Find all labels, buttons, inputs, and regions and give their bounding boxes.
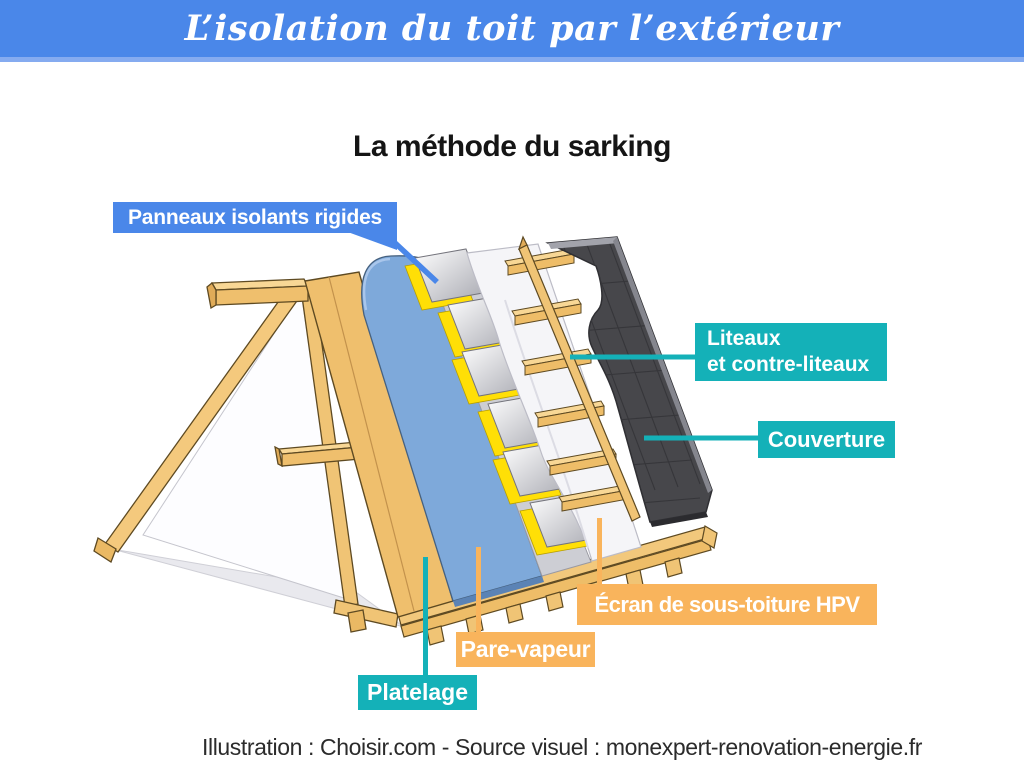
label-panneaux-isolants: Panneaux isolants rigides xyxy=(113,202,397,233)
contre-liteau xyxy=(517,235,641,522)
label-platelage-text: Platelage xyxy=(367,679,468,705)
label-liteaux-line2: et contre-liteaux xyxy=(707,353,870,376)
panneaux-callout-tail xyxy=(345,231,397,250)
pare-vapeur-layer xyxy=(361,255,544,607)
callout-connectors xyxy=(345,231,760,677)
credits-line: Illustration : Choisir.com - Source visu… xyxy=(202,734,922,760)
label-liteaux-line1: Liteaux xyxy=(707,327,781,350)
label-couverture-text: Couverture xyxy=(767,426,886,452)
diagram-heading: La méthode du sarking xyxy=(353,130,671,163)
label-platelage: Platelage xyxy=(358,675,477,710)
ground-plane xyxy=(111,548,405,628)
label-ecran-text: Écran de sous-toiture HPV xyxy=(594,591,860,617)
title-banner: L’isolation du toit par l’extérieur xyxy=(0,0,1024,62)
page-title: L’isolation du toit par l’extérieur xyxy=(184,8,840,49)
label-couverture: Couverture xyxy=(758,421,895,458)
label-pare-vapeur: Pare-vapeur xyxy=(456,632,595,667)
a-frame-structure xyxy=(93,278,399,633)
label-pare-vapeur-text: Pare-vapeur xyxy=(460,636,591,662)
panneaux-connector xyxy=(392,239,439,285)
label-ecran-sous-toiture: Écran de sous-toiture HPV xyxy=(577,584,877,625)
label-liteaux: Liteaux et contre-liteaux xyxy=(695,323,887,381)
label-panneaux-text: Panneaux isolants rigides xyxy=(127,205,383,229)
